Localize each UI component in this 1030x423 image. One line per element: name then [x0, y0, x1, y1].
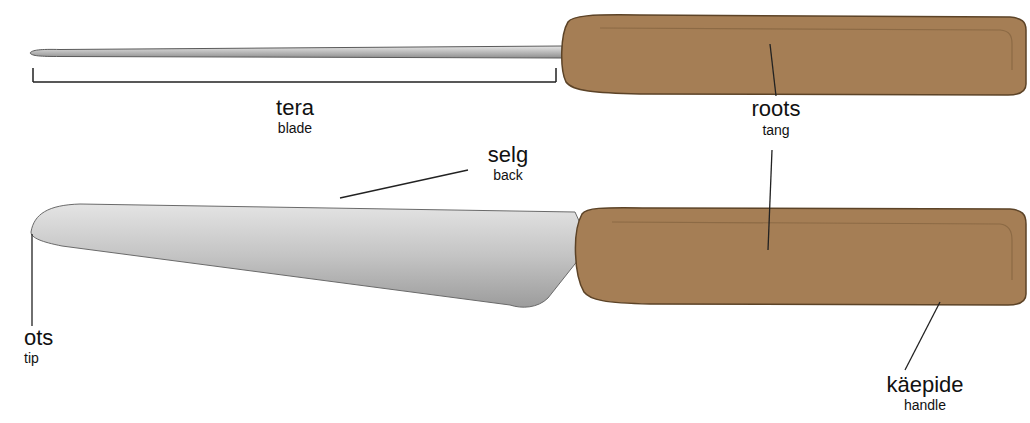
leader-line: [31, 234, 32, 326]
part-name: ots: [24, 326, 53, 350]
blade-edge-view: [30, 46, 562, 58]
part-name: tera: [276, 96, 314, 120]
handle-top-shade: [600, 28, 1012, 70]
handle-bottom-shade: [612, 222, 1012, 280]
part-translation: back: [493, 168, 523, 183]
part-name: käepide: [886, 373, 963, 397]
part-translation: tang: [762, 123, 789, 138]
leader-line: [770, 44, 776, 96]
blade: [31, 204, 590, 307]
part-translation: tip: [24, 351, 39, 366]
handle-top: [562, 15, 1026, 95]
part-translation: handle: [904, 398, 946, 413]
dimension-bracket: [33, 68, 556, 82]
part-name: selg: [488, 143, 528, 167]
leader-line: [340, 170, 468, 198]
leader-line: [768, 150, 772, 250]
handle-bottom: [575, 208, 1026, 305]
leader-line: [905, 302, 940, 370]
part-translation: blade: [278, 121, 312, 136]
part-name: roots: [752, 97, 801, 121]
